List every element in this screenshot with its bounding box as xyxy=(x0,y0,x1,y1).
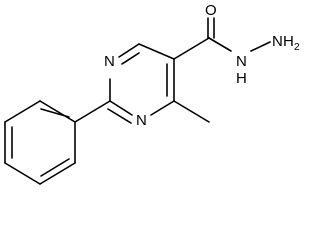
bond-c5-carbonyl-c xyxy=(173,37,210,60)
bond-n1-c6 xyxy=(118,43,140,58)
bond-c4-n3 xyxy=(150,100,175,116)
atom-o-carbonyl: O xyxy=(205,2,217,19)
bond-n3-c2 xyxy=(109,100,133,116)
methyl-group xyxy=(173,100,210,123)
bond-nh-nh2 xyxy=(250,41,271,52)
bond-n3-c2-double xyxy=(107,108,132,124)
atom-nh2-subscript: 2 xyxy=(294,42,300,53)
atom-n-top: N xyxy=(104,53,115,70)
bond-ph-2 xyxy=(4,100,41,123)
carbohydrazide-group xyxy=(173,17,271,60)
atom-labels: N N O N H N H 2 xyxy=(104,2,300,129)
atom-n-bottom: N xyxy=(136,112,147,129)
bond-n1-c6-double xyxy=(121,52,140,65)
bond-ph-1 xyxy=(39,100,76,123)
bond-ph-5-double xyxy=(40,158,70,177)
bond-ph-1-double xyxy=(40,108,70,118)
phenyl-ring xyxy=(4,100,111,185)
bond-ph-4 xyxy=(4,162,41,185)
atom-nh2-n: N xyxy=(272,33,283,50)
atom-nh-n: N xyxy=(236,53,247,70)
pyrimidine-ring xyxy=(107,43,175,124)
atom-nh-h: H xyxy=(236,70,247,87)
bond-c4-methyl xyxy=(173,100,210,123)
bond-ph-5 xyxy=(39,162,76,185)
atom-nh2-h: H xyxy=(283,33,294,50)
bond-c2-ipso xyxy=(74,100,111,123)
bond-c-nh xyxy=(208,37,232,52)
bond-c6-c5 xyxy=(138,43,175,60)
chemical-structure-diagram: N N O N H N H 2 xyxy=(4,2,300,185)
